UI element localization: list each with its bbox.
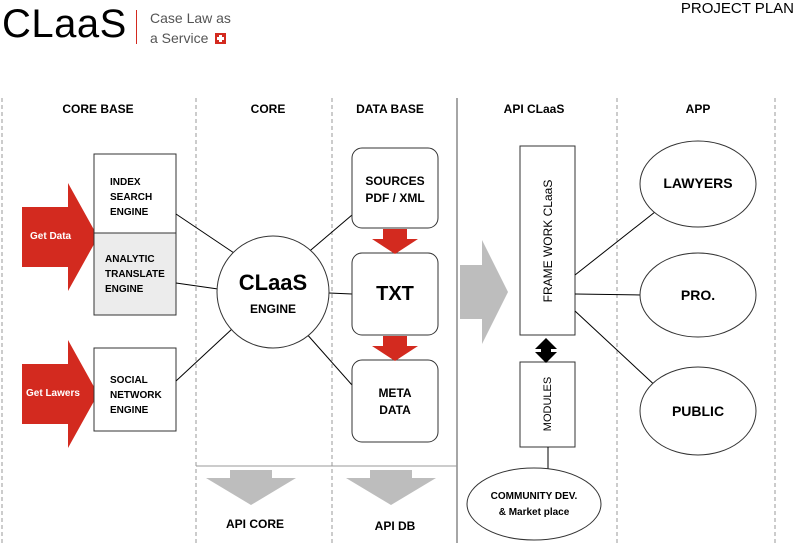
analytic-label-line: ENGINE: [105, 284, 144, 295]
modules-box: [519, 361, 576, 448]
framework-claas-box: [519, 145, 576, 336]
index-label-line: ENGINE: [110, 207, 149, 218]
community-label: COMMUNITY DEV. & Market place: [467, 489, 601, 521]
core-engine-title: CLaaS: [238, 270, 308, 295]
index-label-line: INDEX: [110, 177, 141, 188]
modules-label: MODULES: [542, 376, 554, 432]
framework-claas-label: FRAME WORK CLaaS: [541, 179, 555, 303]
index-label-line: SEARCH: [110, 192, 153, 203]
get-data-label: Get Data: [30, 231, 72, 242]
page-title: PROJECT PLAN: [680, 0, 794, 17]
community-ellipse: [466, 467, 602, 541]
analytic-translate-engine-box: [93, 232, 177, 316]
app-public-label: PUBLIC: [671, 403, 725, 419]
api-db-label: API DB: [374, 519, 416, 533]
meta-label-line: DATA: [379, 403, 411, 417]
api-core-label: API CORE: [225, 517, 284, 531]
social-label-line: NETWORK: [110, 390, 162, 401]
app-pro-label: PRO.: [680, 287, 716, 303]
meta-data-label: META DATA: [352, 385, 438, 419]
column-header-core-base: CORE BASE: [62, 102, 134, 116]
get-lawers-arrow: [22, 340, 98, 448]
connector: [574, 293, 642, 296]
social-label-line: ENGINE: [110, 405, 149, 416]
social-network-engine-label: SOCIAL NETWORK ENGINE: [110, 373, 162, 418]
social-label-line: SOCIAL: [110, 375, 148, 386]
app-lawyers-label: LAWYERS: [663, 175, 733, 191]
community-label-line: & Market place: [498, 507, 570, 518]
core-engine-sub: ENGINE: [249, 302, 296, 316]
get-data-arrow: [22, 183, 98, 291]
double-arrow-icon: [535, 338, 557, 363]
connector: [574, 310, 661, 391]
sources-box: [351, 147, 439, 229]
column-header-app: APP: [685, 102, 711, 116]
analytic-label-line: ANALYTIC: [105, 254, 155, 265]
analytic-translate-engine-label: ANALYTIC TRANSLATE ENGINE: [105, 252, 165, 297]
sources-to-txt-arrow: [372, 229, 418, 254]
meta-label-line: META: [378, 386, 412, 400]
lawyers-ellipse: [639, 140, 757, 228]
swiss-flag-icon: [215, 33, 226, 44]
api-core-arrow: [206, 470, 296, 505]
connector: [175, 282, 219, 290]
pro-ellipse: [639, 252, 757, 338]
public-ellipse: [639, 366, 757, 456]
column-header-api-claas: API CLaaS: [503, 102, 565, 116]
index-search-engine-box: [93, 153, 177, 234]
index-search-engine-label: INDEX SEARCH ENGINE: [110, 175, 152, 220]
sources-label-line: PDF / XML: [365, 191, 425, 205]
claas-engine-circle: [216, 235, 330, 349]
get-lawers-label: Get Lawers: [26, 388, 80, 399]
logo-tagline-line1: Case Law as: [150, 10, 231, 26]
analytic-label-line: TRANSLATE: [105, 269, 165, 280]
connector: [328, 292, 353, 295]
social-network-engine-box: [93, 347, 177, 432]
connector: [304, 331, 353, 386]
logo-text: CLaaS: [2, 2, 127, 46]
txt-to-meta-arrow: [372, 336, 418, 361]
to-api-arrow: [460, 240, 508, 344]
column-header-data-base: DATA BASE: [356, 102, 424, 116]
column-header-core: CORE: [250, 102, 286, 116]
logo-divider: [136, 10, 137, 44]
sources-label: SOURCES PDF / XML: [352, 173, 438, 207]
connector: [304, 214, 353, 256]
txt-label: TXT: [376, 283, 414, 305]
logo-tagline-line2: a Service: [150, 30, 209, 46]
connector: [574, 207, 661, 276]
connector: [175, 328, 233, 382]
sources-label-line: SOURCES: [365, 174, 425, 188]
api-db-arrow: [346, 470, 436, 505]
community-label-line: COMMUNITY DEV.: [490, 491, 578, 502]
connector: [175, 213, 235, 254]
